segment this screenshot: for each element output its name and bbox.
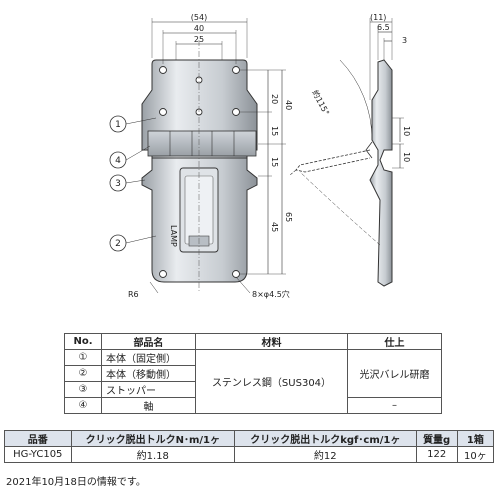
dim-overall-depth: (11) — [370, 13, 386, 22]
header-part-name: 部品名 — [101, 333, 196, 350]
header-no: No. — [64, 333, 102, 350]
part-name: 軸 — [101, 397, 196, 414]
svg-text:4: 4 — [115, 156, 121, 166]
dim-3: 3 — [402, 36, 407, 45]
header-mass: 質量g — [415, 430, 458, 447]
header-part-number: 品番 — [4, 430, 72, 447]
dim-v-20: 20 — [270, 94, 279, 104]
dim-overall-width: (54) — [191, 13, 207, 22]
finish-shaft-cell: – — [347, 397, 442, 414]
svg-text:2: 2 — [115, 239, 121, 249]
part-no: ③ — [64, 381, 102, 398]
dim-radius: R6 — [128, 290, 139, 299]
part-name: 本体（固定側） — [101, 349, 196, 366]
part-name: 本体（移動側） — [101, 365, 196, 382]
dim-v-65: 65 — [284, 212, 293, 222]
cell-mass: 122 — [415, 446, 458, 463]
dim-hole-spacing-inner: 25 — [194, 35, 204, 44]
header-finish: 仕上 — [347, 333, 442, 350]
svg-text:3: 3 — [115, 179, 121, 189]
part-no: ① — [64, 349, 102, 366]
part-name: ストッパー — [101, 381, 196, 398]
parts-table-header: No. 部品名 材料 仕上 — [64, 333, 442, 350]
mounting-holes — [159, 66, 240, 278]
dim-6-5: 6.5 — [377, 23, 390, 32]
header-material: 材料 — [194, 333, 349, 350]
svg-text:1: 1 — [115, 120, 121, 130]
table-row: HG-YC105 約1.18 約12 122 10ヶ — [4, 446, 495, 463]
dim-v-15b: 15 — [270, 157, 279, 167]
header-torque-kgf: クリック脱出トルクkgf･cm/1ヶ — [234, 430, 417, 447]
callout-3: 3 — [109, 174, 146, 192]
technical-drawing: LAMP (54) 40 25 20 — [109, 13, 411, 299]
cell-box-qty: 10ヶ — [456, 446, 495, 463]
dim-v-15a: 15 — [270, 126, 279, 136]
front-view: LAMP (54) 40 25 20 — [109, 13, 293, 299]
table-row: ③ ストッパー — [64, 381, 442, 398]
cell-part-number: HG-YC105 — [4, 446, 72, 463]
spec-table: 品番 クリック脱出トルクN･m/1ヶ クリック脱出トルクkgf･cm/1ヶ 質量… — [4, 430, 495, 463]
cell-torque-nm: 約1.18 — [70, 446, 236, 463]
parts-table: No. 部品名 材料 仕上 ① 本体（固定側） ステンレス鋼（SUS304） 光… — [64, 333, 442, 414]
side-view: 約115° (11) 6.5 3 10 10 — [289, 13, 411, 287]
finish-main-cell: 光沢バレル研磨 — [347, 349, 442, 398]
callout-4: 4 — [109, 145, 151, 169]
callout-2: 2 — [109, 234, 157, 252]
header-box-qty: 1箱 — [456, 430, 495, 447]
callout-1: 1 — [109, 115, 157, 133]
cell-torque-kgf: 約12 — [234, 446, 417, 463]
material-cell: ステンレス鋼（SUS304） — [194, 349, 349, 414]
part-no: ④ — [64, 397, 102, 414]
table-row: ② 本体（移動側） — [64, 365, 442, 382]
info-date-note: 2021年10月18日の情報です。 — [6, 477, 146, 488]
dim-holes: 8×φ4.5穴 — [252, 289, 290, 299]
table-row: ④ 軸 – — [64, 397, 442, 414]
table-row: ① 本体（固定側） ステンレス鋼（SUS304） 光沢バレル研磨 — [64, 349, 442, 414]
dim-v-10a: 10 — [402, 126, 411, 136]
dim-hole-spacing-outer: 40 — [194, 24, 204, 33]
part-no: ② — [64, 365, 102, 382]
header-torque-nm: クリック脱出トルクN･m/1ヶ — [70, 430, 236, 447]
brand-mark: LAMP — [169, 225, 178, 247]
dim-v-45: 45 — [270, 222, 279, 232]
dim-angle: 約115° — [310, 88, 332, 117]
dim-v-10b: 10 — [402, 152, 411, 162]
spec-table-header: 品番 クリック脱出トルクN･m/1ヶ クリック脱出トルクkgf･cm/1ヶ 質量… — [4, 430, 495, 447]
dim-v-40: 40 — [284, 100, 293, 110]
